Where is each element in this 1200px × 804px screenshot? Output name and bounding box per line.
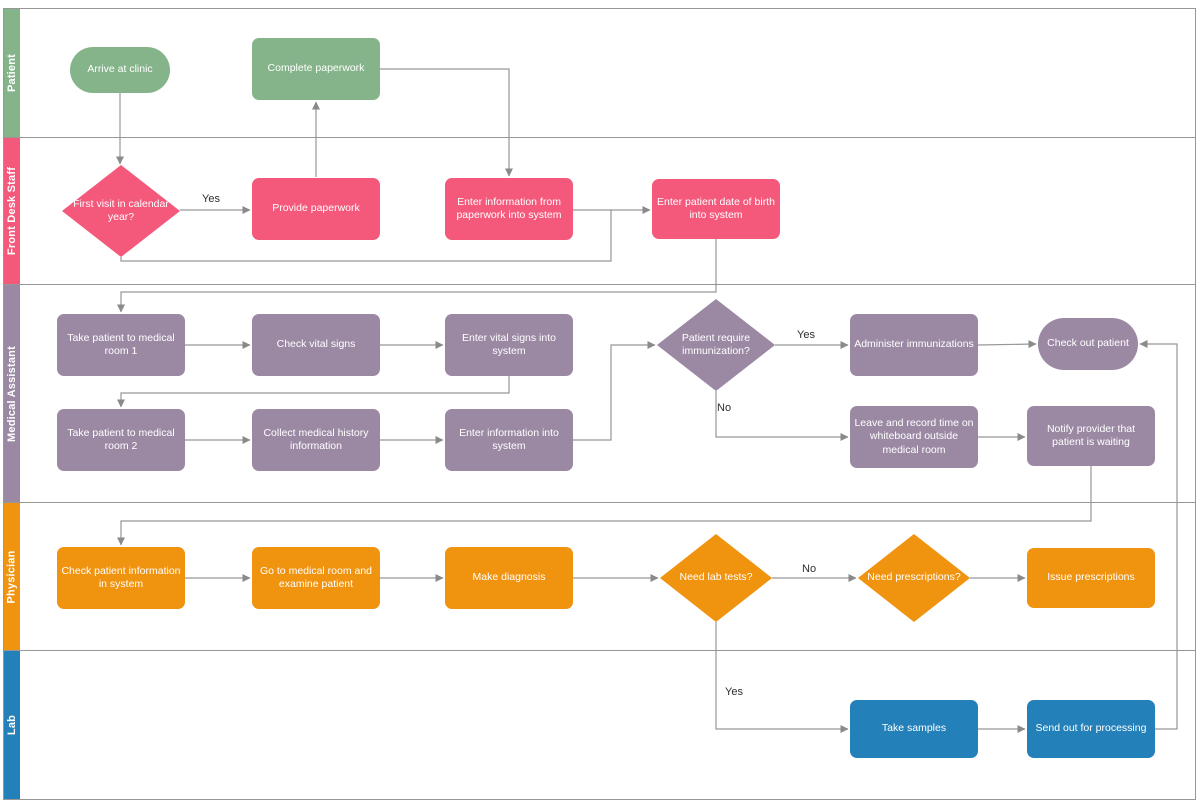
connector[interactable] — [977, 340, 1037, 349]
node-label: Send out for processing — [1035, 722, 1147, 735]
node-label: First visit in calendar year? — [73, 197, 169, 223]
node-label: Arrive at clinic — [87, 63, 153, 76]
node-label: Go to medical room and examine patient — [259, 564, 373, 590]
node-collect-medical-history[interactable]: Collect medical history information — [252, 409, 380, 471]
node-enter-info-into-system[interactable]: Enter information into system — [445, 409, 573, 471]
lane-lab: Lab — [3, 651, 1196, 800]
node-enter-dob[interactable]: Enter patient date of birth into system — [652, 179, 780, 239]
lane-header-physician[interactable]: Physician — [4, 503, 20, 650]
connector[interactable] — [715, 622, 849, 733]
node-issue-prescriptions[interactable]: Issue prescriptions — [1027, 548, 1155, 608]
connector[interactable] — [1139, 340, 1178, 730]
node-label: Enter patient date of birth into system — [657, 195, 775, 221]
lane-header-lab[interactable]: Lab — [4, 651, 20, 799]
node-label: Make diagnosis — [472, 571, 546, 584]
node-label: Enter vital signs into system — [462, 331, 556, 357]
node-make-diagnosis[interactable]: Make diagnosis — [445, 547, 573, 609]
node-label: Need prescriptions? — [867, 571, 961, 584]
node-leave-and-record-time[interactable]: Leave and record time on whiteboard outs… — [850, 406, 978, 468]
node-take-to-room-1[interactable]: Take patient to medical room 1 — [57, 314, 185, 376]
node-notify-provider[interactable]: Notify provider that patient is waiting — [1027, 406, 1155, 466]
connector[interactable] — [117, 239, 717, 313]
node-label: Check vital signs — [276, 338, 356, 351]
node-label: Need lab tests? — [679, 571, 753, 584]
edge-label-no-2: No — [717, 402, 732, 414]
node-label: Enter information from paperwork into sy… — [456, 195, 562, 221]
node-send-for-processing[interactable]: Send out for processing — [1027, 700, 1155, 758]
node-enter-vital-signs[interactable]: Enter vital signs into system — [445, 314, 573, 376]
node-check-out-patient[interactable]: Check out patient — [1038, 318, 1138, 370]
node-label: Patient require immunization? — [681, 331, 751, 357]
node-complete-paperwork[interactable]: Complete paperwork — [252, 38, 380, 100]
connector[interactable] — [573, 341, 656, 441]
node-take-to-room-2[interactable]: Take patient to medical room 2 — [57, 409, 185, 471]
lane-patient: Patient — [3, 8, 1196, 138]
node-label: Complete paperwork — [267, 62, 365, 75]
node-label: Take patient to medical room 1 — [67, 331, 175, 357]
node-label: Administer immunizations — [854, 338, 974, 351]
node-provide-paperwork[interactable]: Provide paperwork — [252, 178, 380, 240]
node-take-samples[interactable]: Take samples — [850, 700, 978, 758]
edge-label-yes-0: Yes — [202, 193, 220, 205]
edge-label-no-3: No — [802, 563, 817, 575]
node-label: Leave and record time on whiteboard outs… — [854, 416, 974, 456]
node-check-vital-signs[interactable]: Check vital signs — [252, 314, 380, 376]
node-label: Issue prescriptions — [1047, 571, 1135, 584]
node-label: Check out patient — [1047, 337, 1129, 350]
node-enter-paperwork-info[interactable]: Enter information from paperwork into sy… — [445, 178, 573, 240]
node-label: Take patient to medical room 2 — [67, 426, 175, 452]
lane-header-front-desk-staff[interactable]: Front Desk Staff — [4, 138, 20, 284]
lane-physician: Physician — [3, 503, 1196, 651]
lane-header-medical-assistant[interactable]: Medical Assistant — [4, 285, 20, 502]
node-arrive-at-clinic[interactable]: Arrive at clinic — [70, 47, 170, 93]
edge-label-yes-4: Yes — [725, 686, 743, 698]
lane-header-patient[interactable]: Patient — [4, 9, 20, 137]
node-label: Check patient information in system — [61, 564, 181, 590]
edge-label-yes-1: Yes — [797, 329, 815, 341]
node-check-patient-info[interactable]: Check patient information in system — [57, 547, 185, 609]
node-go-examine-patient[interactable]: Go to medical room and examine patient — [252, 547, 380, 609]
connector[interactable] — [117, 376, 510, 408]
connector[interactable] — [120, 210, 612, 262]
node-label: Collect medical history information — [263, 426, 369, 452]
node-label: Enter information into system — [459, 426, 559, 452]
lane-medical-assistant: Medical Assistant — [3, 285, 1196, 503]
connector[interactable] — [715, 391, 849, 441]
node-label: Notify provider that patient is waiting — [1046, 422, 1136, 448]
node-administer-immunizations[interactable]: Administer immunizations — [850, 314, 978, 376]
connector[interactable] — [117, 466, 1092, 546]
node-label: Provide paperwork — [272, 202, 360, 215]
node-label: Take samples — [881, 722, 947, 735]
connector[interactable] — [380, 68, 513, 177]
